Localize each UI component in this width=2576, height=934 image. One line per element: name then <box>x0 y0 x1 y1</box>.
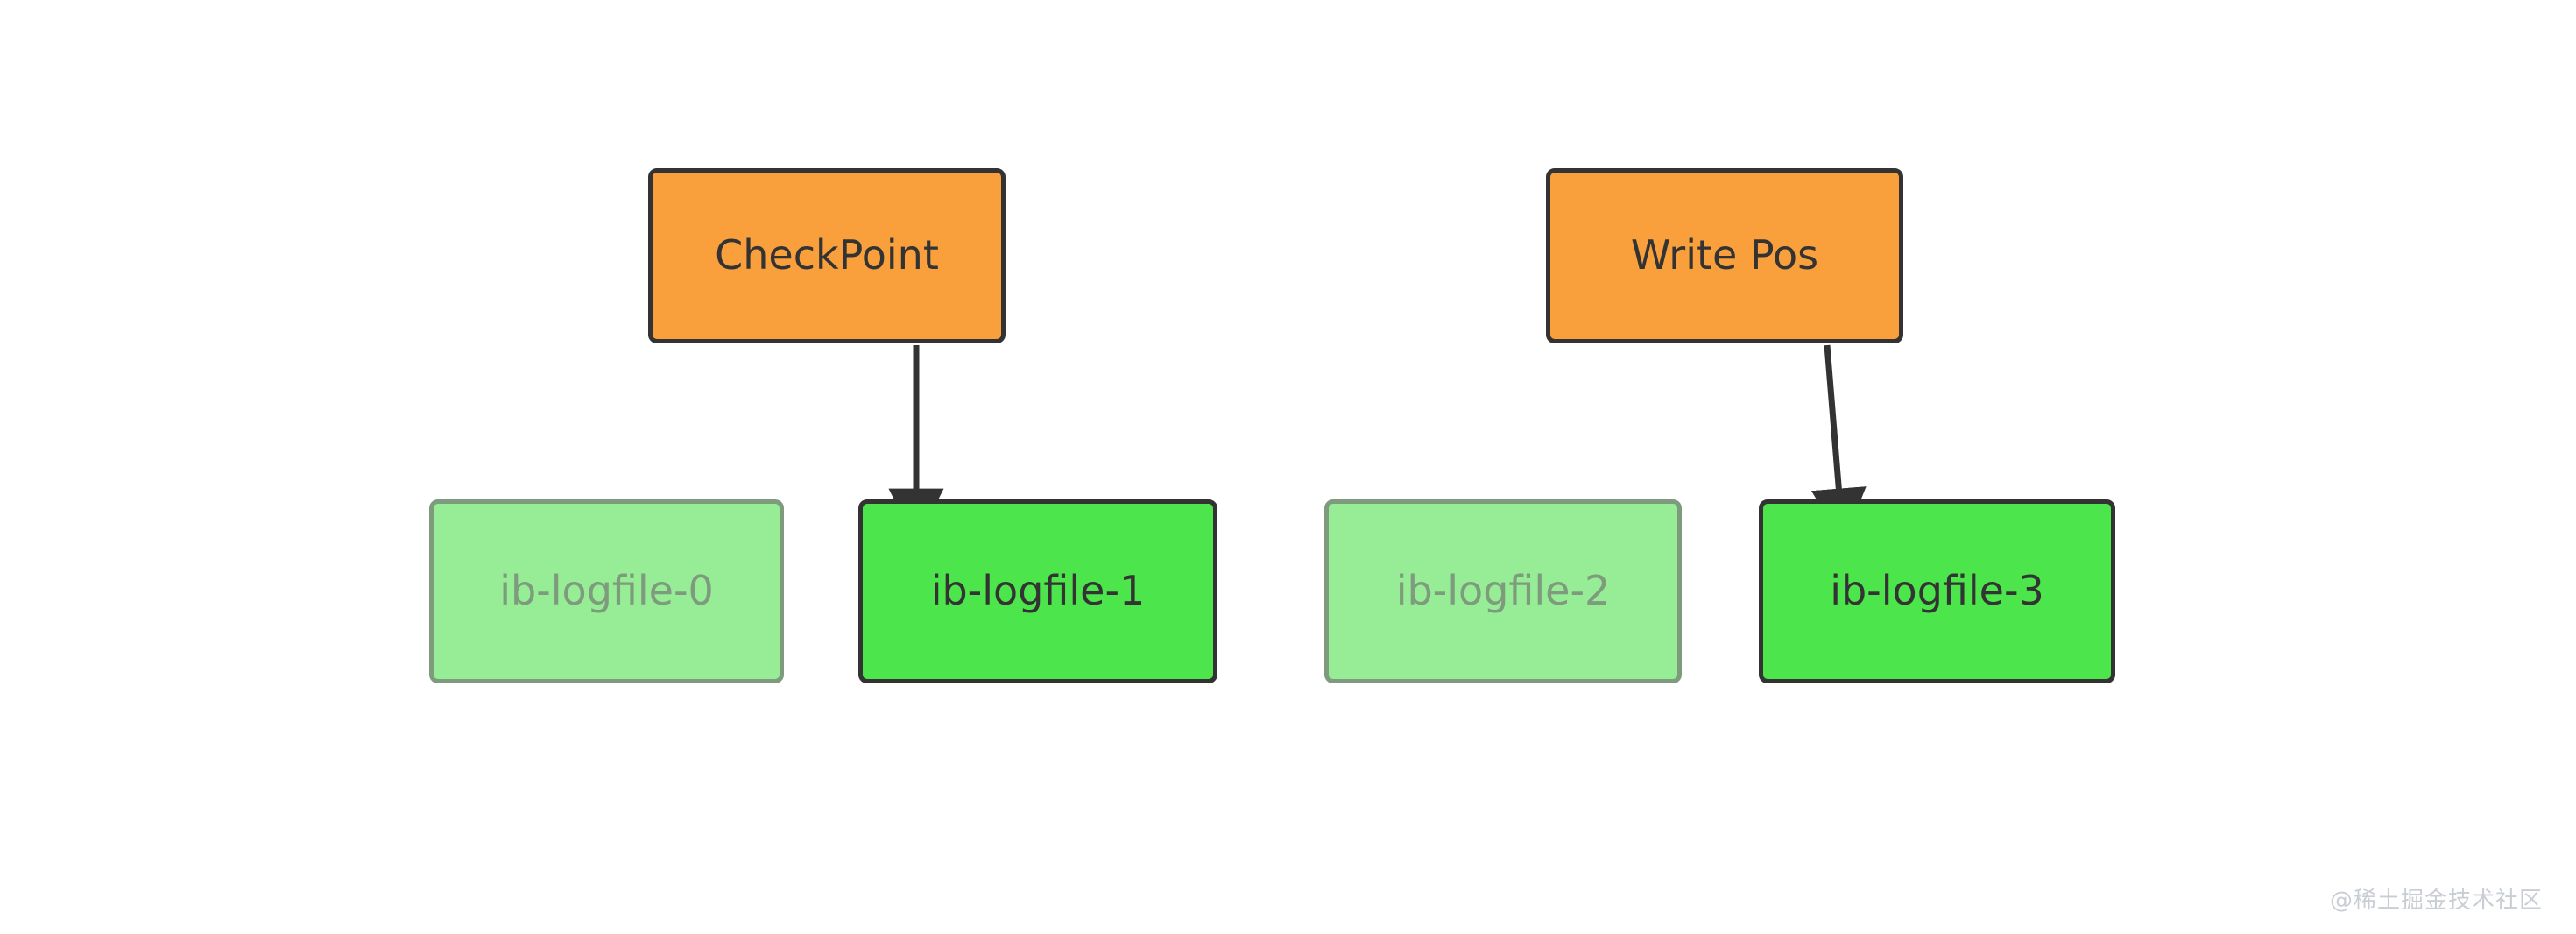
edge-write-pos-to-logfile-3 <box>1810 344 1867 544</box>
node-write-pos[interactable]: Write Pos <box>1546 168 1903 343</box>
node-ib-logfile-1[interactable]: ib-logfile-1 <box>858 499 1217 683</box>
watermark: @稀土掘金技术社区 <box>2329 888 2543 914</box>
node-ib-logfile-0-label: ib-logfile-0 <box>499 567 714 615</box>
node-checkpoint-label: CheckPoint <box>715 231 939 279</box>
node-ib-logfile-3[interactable]: ib-logfile-3 <box>1759 499 2115 683</box>
node-ib-logfile-2-label: ib-logfile-2 <box>1395 567 1611 615</box>
node-checkpoint[interactable]: CheckPoint <box>648 168 1006 343</box>
node-ib-logfile-2[interactable]: ib-logfile-2 <box>1324 499 1682 683</box>
node-write-pos-label: Write Pos <box>1630 231 1819 279</box>
node-ib-logfile-3-label: ib-logfile-3 <box>1830 567 2044 615</box>
node-ib-logfile-0[interactable]: ib-logfile-0 <box>429 499 784 683</box>
node-ib-logfile-1-label: ib-logfile-1 <box>930 567 1146 615</box>
